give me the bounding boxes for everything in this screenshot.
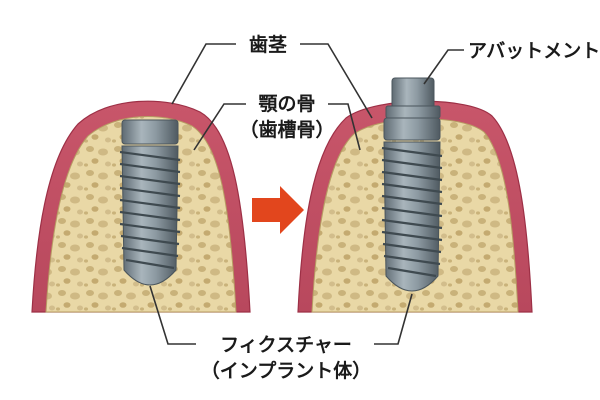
left-jaw-section	[31, 100, 251, 313]
jawbone-leader-left	[193, 103, 246, 151]
abutment-leader	[423, 49, 464, 85]
gum-leader-right	[300, 43, 373, 119]
gum-label: 歯茎	[249, 33, 287, 56]
jawbone-leader-right	[328, 103, 361, 151]
leader-lines	[149, 43, 464, 345]
jawbone-label: 顎の骨	[258, 93, 315, 115]
jawbone-sublabel: （歯槽骨）	[239, 118, 334, 141]
fixture-sublabel: （インプラント体）	[201, 359, 371, 382]
fixture-label: フィクスチャー	[220, 334, 352, 356]
abutment-label: アバットメント	[468, 40, 600, 62]
left-fixture	[119, 119, 181, 286]
abutment	[385, 77, 441, 119]
gum-leader-left	[171, 43, 236, 105]
right-fixture	[381, 117, 443, 292]
right-arrow-icon	[252, 186, 304, 234]
fixture-leader-left	[149, 285, 196, 345]
right-jaw-section	[297, 77, 533, 313]
fixture-leader-right	[374, 293, 413, 345]
